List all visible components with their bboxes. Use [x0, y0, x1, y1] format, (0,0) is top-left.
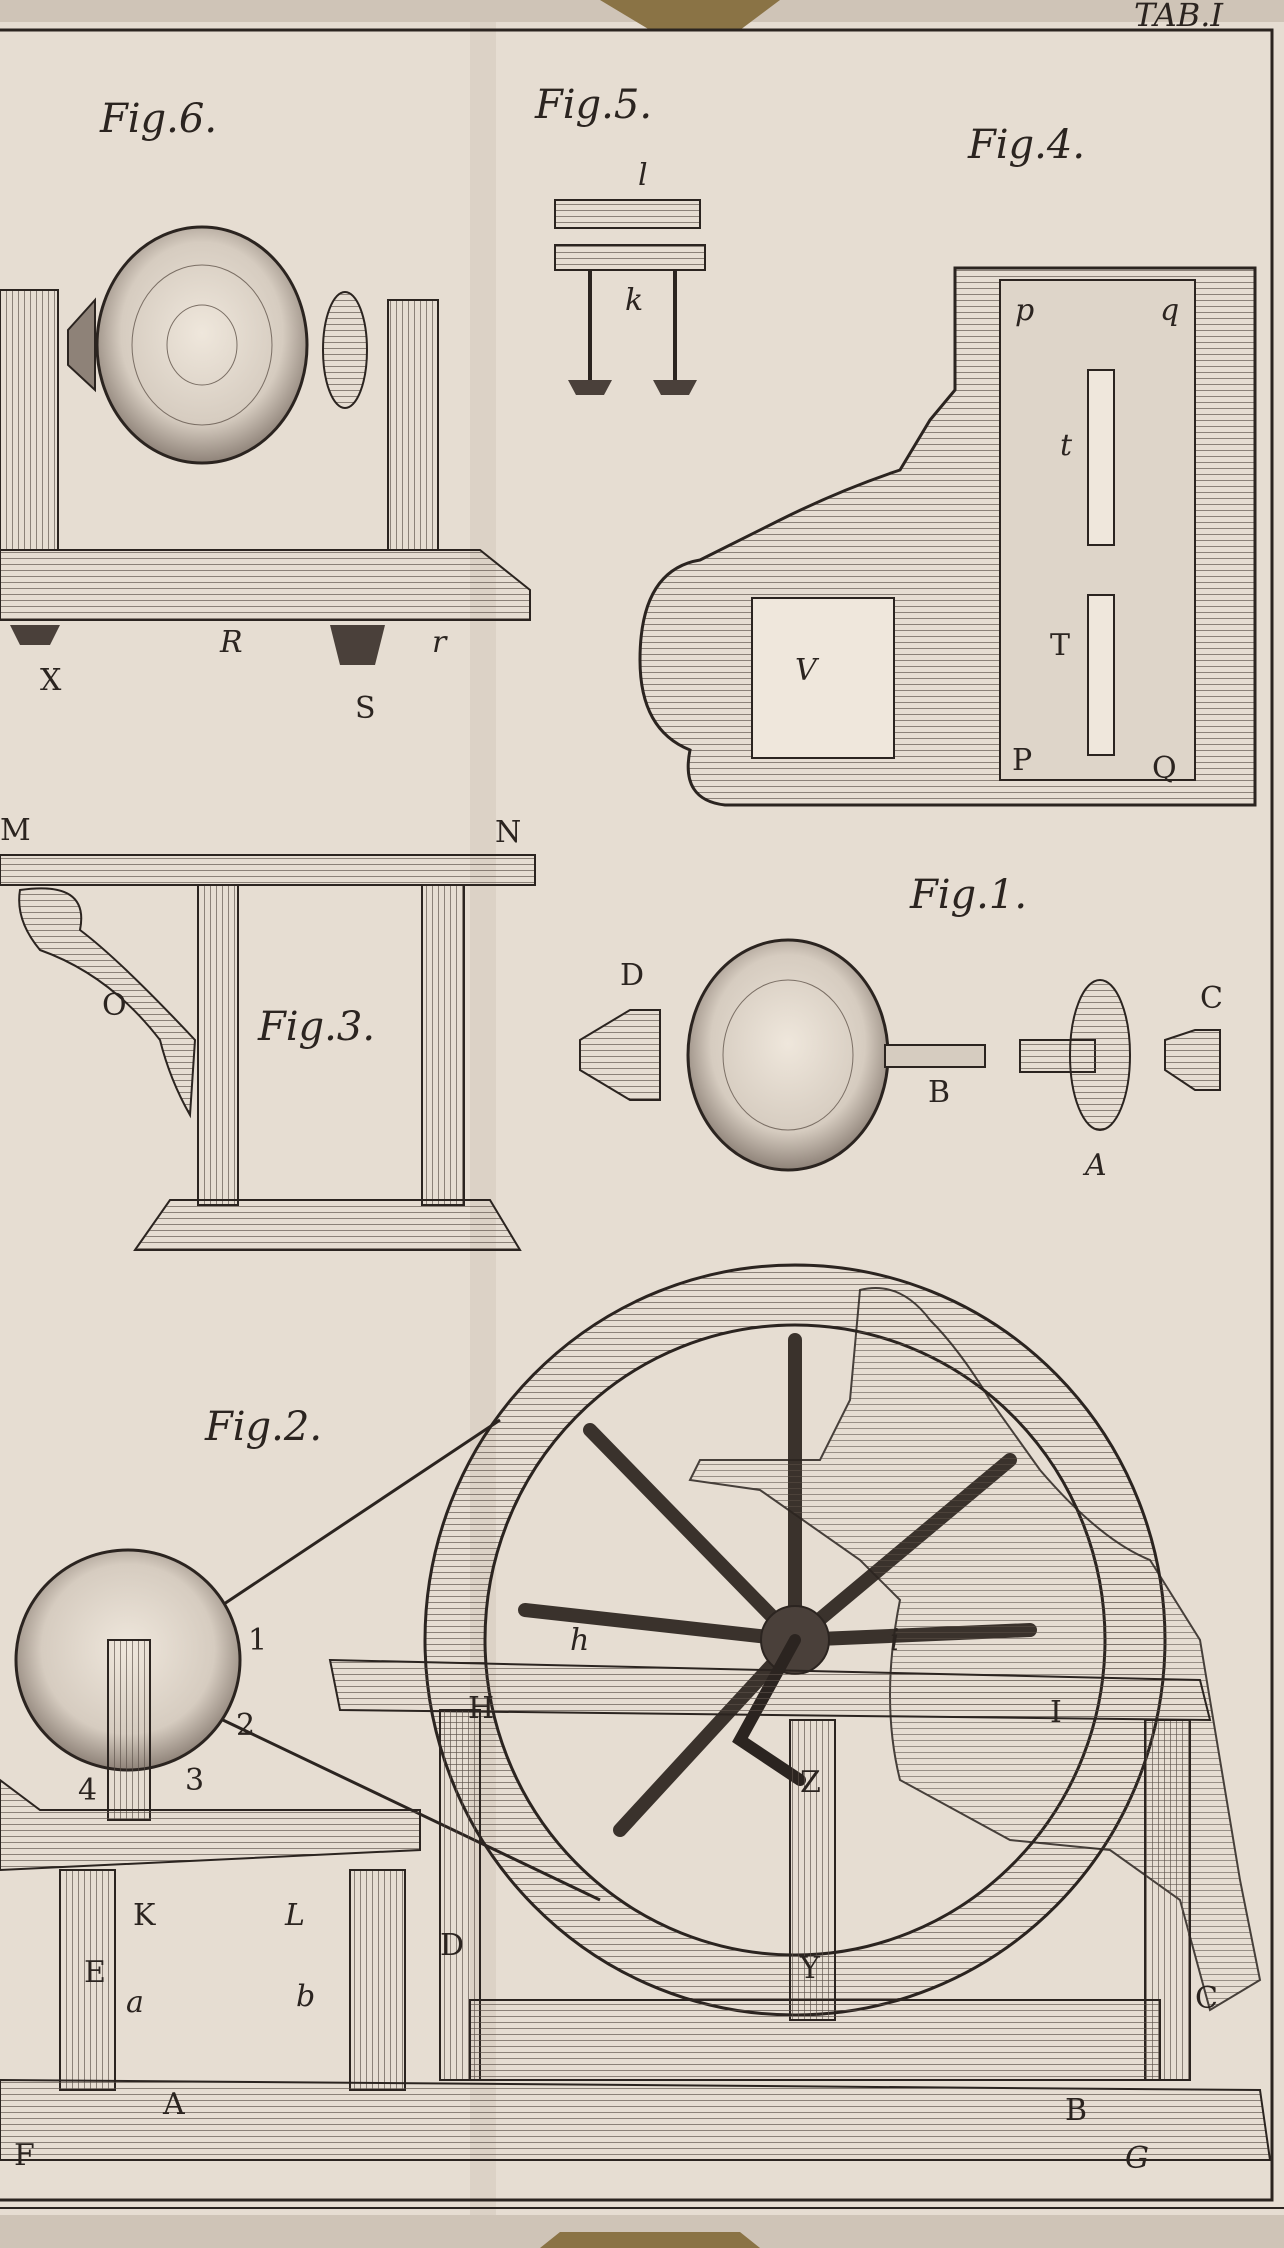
fig1-screw-C	[1164, 1029, 1221, 1091]
fig2-label-K: K	[133, 1898, 156, 1933]
fig2-label-4: 4	[78, 1773, 97, 1808]
fig1-globe-ring	[722, 979, 854, 1131]
plate-header: TAB.I	[1134, 0, 1224, 34]
fig1-neck-B	[884, 1044, 986, 1068]
fig2-cord-lower	[159, 1688, 601, 1902]
fig4-label-q: q	[1160, 293, 1179, 328]
fig2-title: Fig.2.	[204, 1404, 322, 1450]
fig2-small-table-leg-right	[349, 1869, 406, 2091]
fig2-globe-post	[107, 1639, 151, 1821]
fig3-leg-left	[197, 884, 239, 1206]
fig4-label-p: p	[1015, 293, 1034, 328]
fig6-glass-globe	[95, 225, 309, 465]
plate-border	[0, 28, 1274, 2202]
fig4-label-T: T	[1050, 628, 1070, 663]
figure-3: M N O Fig.3.	[0, 813, 536, 1251]
fig2-label-2: 2	[236, 1708, 255, 1743]
fig3-tabletop	[0, 854, 536, 886]
fig4-slot-upper	[1087, 369, 1115, 546]
fig1-title: Fig.1.	[909, 872, 1027, 918]
fig2-label-D: D	[440, 1928, 464, 1963]
fig6-right-post	[387, 299, 439, 551]
fig2-label-B: B	[1065, 2093, 1087, 2128]
fig2-label-3: 3	[185, 1763, 204, 1798]
fig6-screw-s	[330, 625, 385, 665]
fig6-screw-x	[10, 625, 60, 645]
fig1-pulley-A	[1069, 979, 1131, 1131]
fig2-label-Z: Z	[800, 1765, 821, 1800]
fig1-glass-globe	[686, 938, 890, 1172]
fig2-frame-stretcher	[469, 1999, 1161, 2081]
fig4-label-Q: Q	[1152, 751, 1177, 786]
fig2-label-G: G	[1125, 2141, 1149, 2176]
fig6-label-r: r	[432, 625, 448, 660]
fig5-foot-right	[653, 380, 697, 395]
fig4-square-V	[751, 597, 895, 759]
fig2-label-H: H	[468, 1691, 494, 1726]
fig6-label-S: S	[355, 691, 376, 726]
brass-clip-top	[600, 0, 780, 30]
fig2-ground	[0, 2078, 1272, 2161]
figure-2: Fig.2. 1 2	[0, 1263, 1272, 2176]
fig4-slot-lower	[1087, 594, 1115, 756]
fig2-label-h: h	[570, 1623, 589, 1658]
fig2-frame-leg-Y	[789, 1719, 836, 2021]
fig1-label-A: A	[1082, 1148, 1107, 1183]
fig2-operator	[688, 1287, 1262, 2012]
fig2-label-a: a	[126, 1985, 144, 2020]
fig6-globe-ring-inner	[166, 304, 238, 386]
fig2-label-F: F	[14, 2138, 35, 2173]
fig6-cone	[67, 297, 96, 393]
fig6-pulley	[322, 291, 368, 409]
figure-1: Fig.1. D B C A	[579, 872, 1223, 1183]
fig1-label-C: C	[1200, 981, 1223, 1016]
fig6-title: Fig.6.	[99, 96, 217, 142]
fig2-label-I: I	[1050, 1695, 1062, 1730]
figure-4: Fig.4. p q t T V P Q	[638, 122, 1257, 807]
fig2-label-Y: Y	[799, 1951, 821, 1986]
fig2-label-E: E	[84, 1955, 106, 1990]
fig6-label-X: X	[40, 663, 62, 698]
fig1-cone-D	[579, 1009, 661, 1101]
fig6-globe-ring	[131, 264, 273, 426]
fig2-label-i: i	[890, 1623, 900, 1658]
fig2-label-1: 1	[248, 1623, 267, 1658]
brass-clip-bottom	[540, 2232, 760, 2248]
fig6-label-R: R	[219, 625, 243, 660]
fig5-clamp-bottom	[554, 244, 706, 271]
fig3-leg-right	[421, 884, 465, 1206]
fig5-clamp-top	[554, 199, 701, 229]
fig6-left-post	[0, 289, 59, 551]
fig3-foot	[133, 1199, 522, 1251]
fig5-foot-left	[568, 380, 612, 395]
fig5-title: Fig.5.	[534, 82, 652, 128]
fig3-label-O: O	[102, 988, 127, 1023]
fig4-label-P: P	[1012, 743, 1032, 778]
fig3-label-N: N	[495, 815, 521, 850]
fig4-label-t: t	[1060, 428, 1073, 463]
fig5-label-k: k	[625, 283, 643, 318]
fig2-small-table-leg-left	[59, 1869, 116, 2091]
figure-5: Fig.5. l k	[534, 82, 706, 395]
fig3-bracket	[18, 887, 197, 1119]
figure-6: Fig.6. R r X S	[0, 96, 531, 726]
fig2-label-L: L	[284, 1898, 305, 1933]
fig4-label-V: V	[795, 653, 820, 688]
fig2-label-C: C	[1195, 1981, 1218, 2016]
fig2-small-table-top	[0, 1778, 421, 1872]
fig4-title: Fig.4.	[967, 122, 1085, 168]
fig2-label-A: A	[162, 2087, 185, 2122]
fig6-base	[0, 549, 531, 621]
fig2-frame-top	[328, 1658, 1212, 1722]
fig5-label-l: l	[638, 158, 648, 193]
fig3-label-M: M	[0, 813, 31, 848]
fig2-label-b: b	[296, 1979, 315, 2014]
fig1-label-B: B	[928, 1075, 950, 1110]
fig3-title: Fig.3.	[257, 1004, 375, 1050]
fig1-label-D: D	[620, 958, 644, 993]
